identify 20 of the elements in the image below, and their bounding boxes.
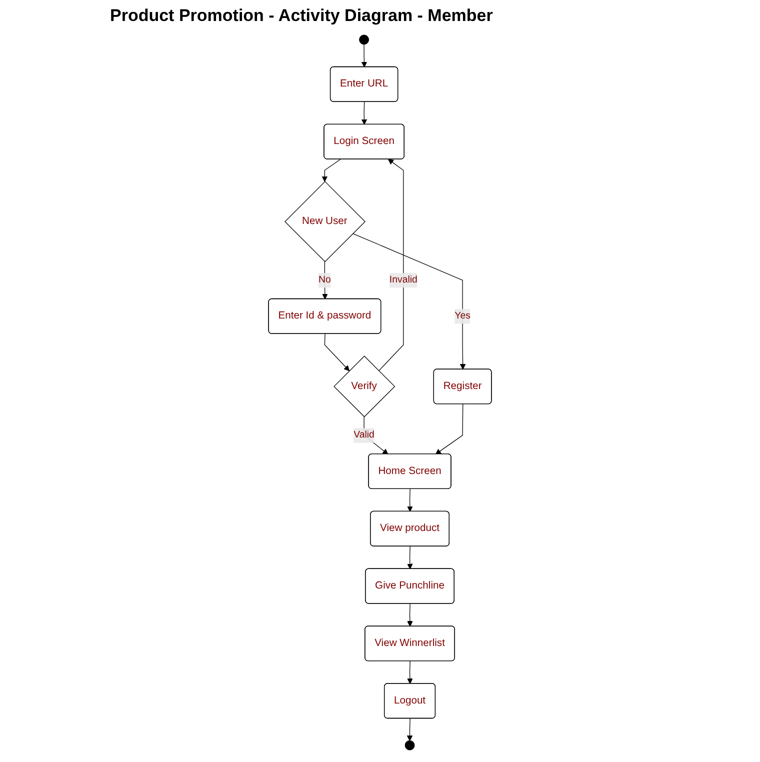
diagram-title: Product Promotion - Activity Diagram - Member	[110, 6, 494, 27]
arrow	[378, 159, 404, 372]
arrow	[361, 102, 368, 125]
arrow	[407, 660, 413, 684]
arrow	[352, 233, 466, 370]
arrow	[324, 334, 350, 372]
edge-label: Invalid	[389, 274, 418, 286]
arrow	[407, 603, 413, 627]
arrow	[406, 718, 413, 742]
arrow	[361, 44, 368, 68]
arrow	[364, 416, 388, 454]
node-diamond: New User	[284, 181, 366, 262]
node-diamond: Verify	[334, 356, 396, 418]
arrow	[407, 546, 413, 570]
edge-label: Yes	[454, 310, 470, 322]
arrow	[407, 488, 413, 512]
arrow	[322, 158, 341, 182]
arrow	[435, 404, 464, 454]
edge-label: Valid	[354, 429, 374, 440]
edge-label: No	[318, 274, 331, 286]
